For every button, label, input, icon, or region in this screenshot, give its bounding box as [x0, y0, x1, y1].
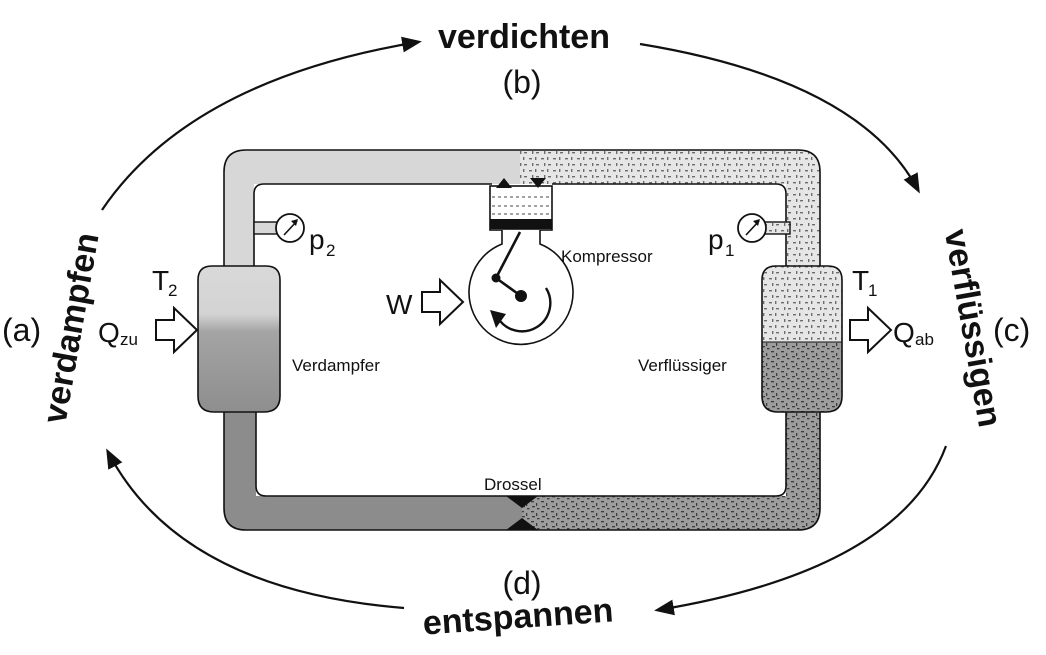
condenser-liquid-zone: [762, 342, 842, 412]
pipe-low-pressure-vapor: [224, 150, 520, 266]
hollow-arrow-icon: [421, 277, 465, 327]
throttle-label: Drossel: [484, 475, 542, 494]
pipe-high-pressure-vapor: [520, 150, 820, 266]
temp-t2-subscript: 2: [168, 281, 177, 300]
condenser: Verflüssiger: [638, 265, 843, 413]
pipe-loop: [223, 149, 821, 531]
phase-left-label: verdampfen: [36, 230, 107, 426]
pipe-high-pressure-liquid: [522, 400, 820, 530]
temp-t1-label: T: [852, 265, 869, 296]
throttle: Drossel: [484, 475, 542, 530]
cycle-arrows: [101, 36, 948, 616]
condenser-label: Verflüssiger: [638, 356, 727, 375]
phase-left-letter: (a): [2, 312, 41, 348]
compressor-housing: [468, 230, 574, 346]
pressure-p1-label: p: [708, 224, 724, 255]
work-label: W: [386, 289, 413, 320]
evaporator-label: Verdampfer: [292, 356, 380, 375]
heat-in-label: Q: [98, 317, 120, 348]
temp-t2-label: T: [152, 265, 169, 296]
phase-right-letter: (c): [993, 312, 1030, 348]
heat-in-subscript: zu: [120, 330, 138, 349]
phase-bottom-letter: (d): [502, 565, 541, 601]
pressure-p1-subscript: 1: [725, 241, 734, 260]
heat-out: Q ab T 1: [849, 265, 934, 355]
throttle-upper-icon: [506, 496, 538, 508]
compressor-label: Kompressor: [561, 247, 653, 266]
cycle-arrow-bottom-left: [106, 448, 405, 610]
condenser-vapor-zone: [762, 266, 842, 342]
evaporator: Verdampfer: [197, 265, 380, 413]
heat-out-label: Q: [893, 317, 915, 348]
heat-in: Q zu T 2: [98, 265, 199, 355]
throttle-lower-icon: [506, 518, 538, 530]
pressure-p2-subscript: 2: [326, 241, 335, 260]
heat-out-subscript: ab: [915, 330, 934, 349]
cycle-arrow-bottom-right: [654, 445, 948, 616]
pressure-p2-label: p: [309, 224, 325, 255]
hollow-arrow-icon: [849, 305, 893, 355]
pressure-gauge-evaporator: p 2: [253, 213, 335, 260]
pipe-low-pressure-liquid: [224, 400, 522, 530]
temp-t1-subscript: 1: [868, 281, 877, 300]
cycle-arrow-top-right: [639, 42, 920, 194]
evaporator-vessel: [197, 265, 281, 413]
phase-top-letter: (b): [502, 64, 541, 100]
phase-top-label: verdichten: [438, 18, 610, 56]
rotation-arrow-icon: [496, 287, 552, 333]
intake-valve-icon: [496, 178, 512, 188]
cycle-arrow-top-left: [101, 36, 422, 211]
work-in: W: [386, 277, 465, 327]
pressure-gauge-condenser: p 1: [708, 213, 791, 260]
hollow-arrow-icon: [155, 305, 199, 355]
compressor-piston: [490, 219, 552, 229]
outlet-valve-icon: [530, 178, 546, 188]
compressor: Kompressor: [468, 178, 653, 346]
